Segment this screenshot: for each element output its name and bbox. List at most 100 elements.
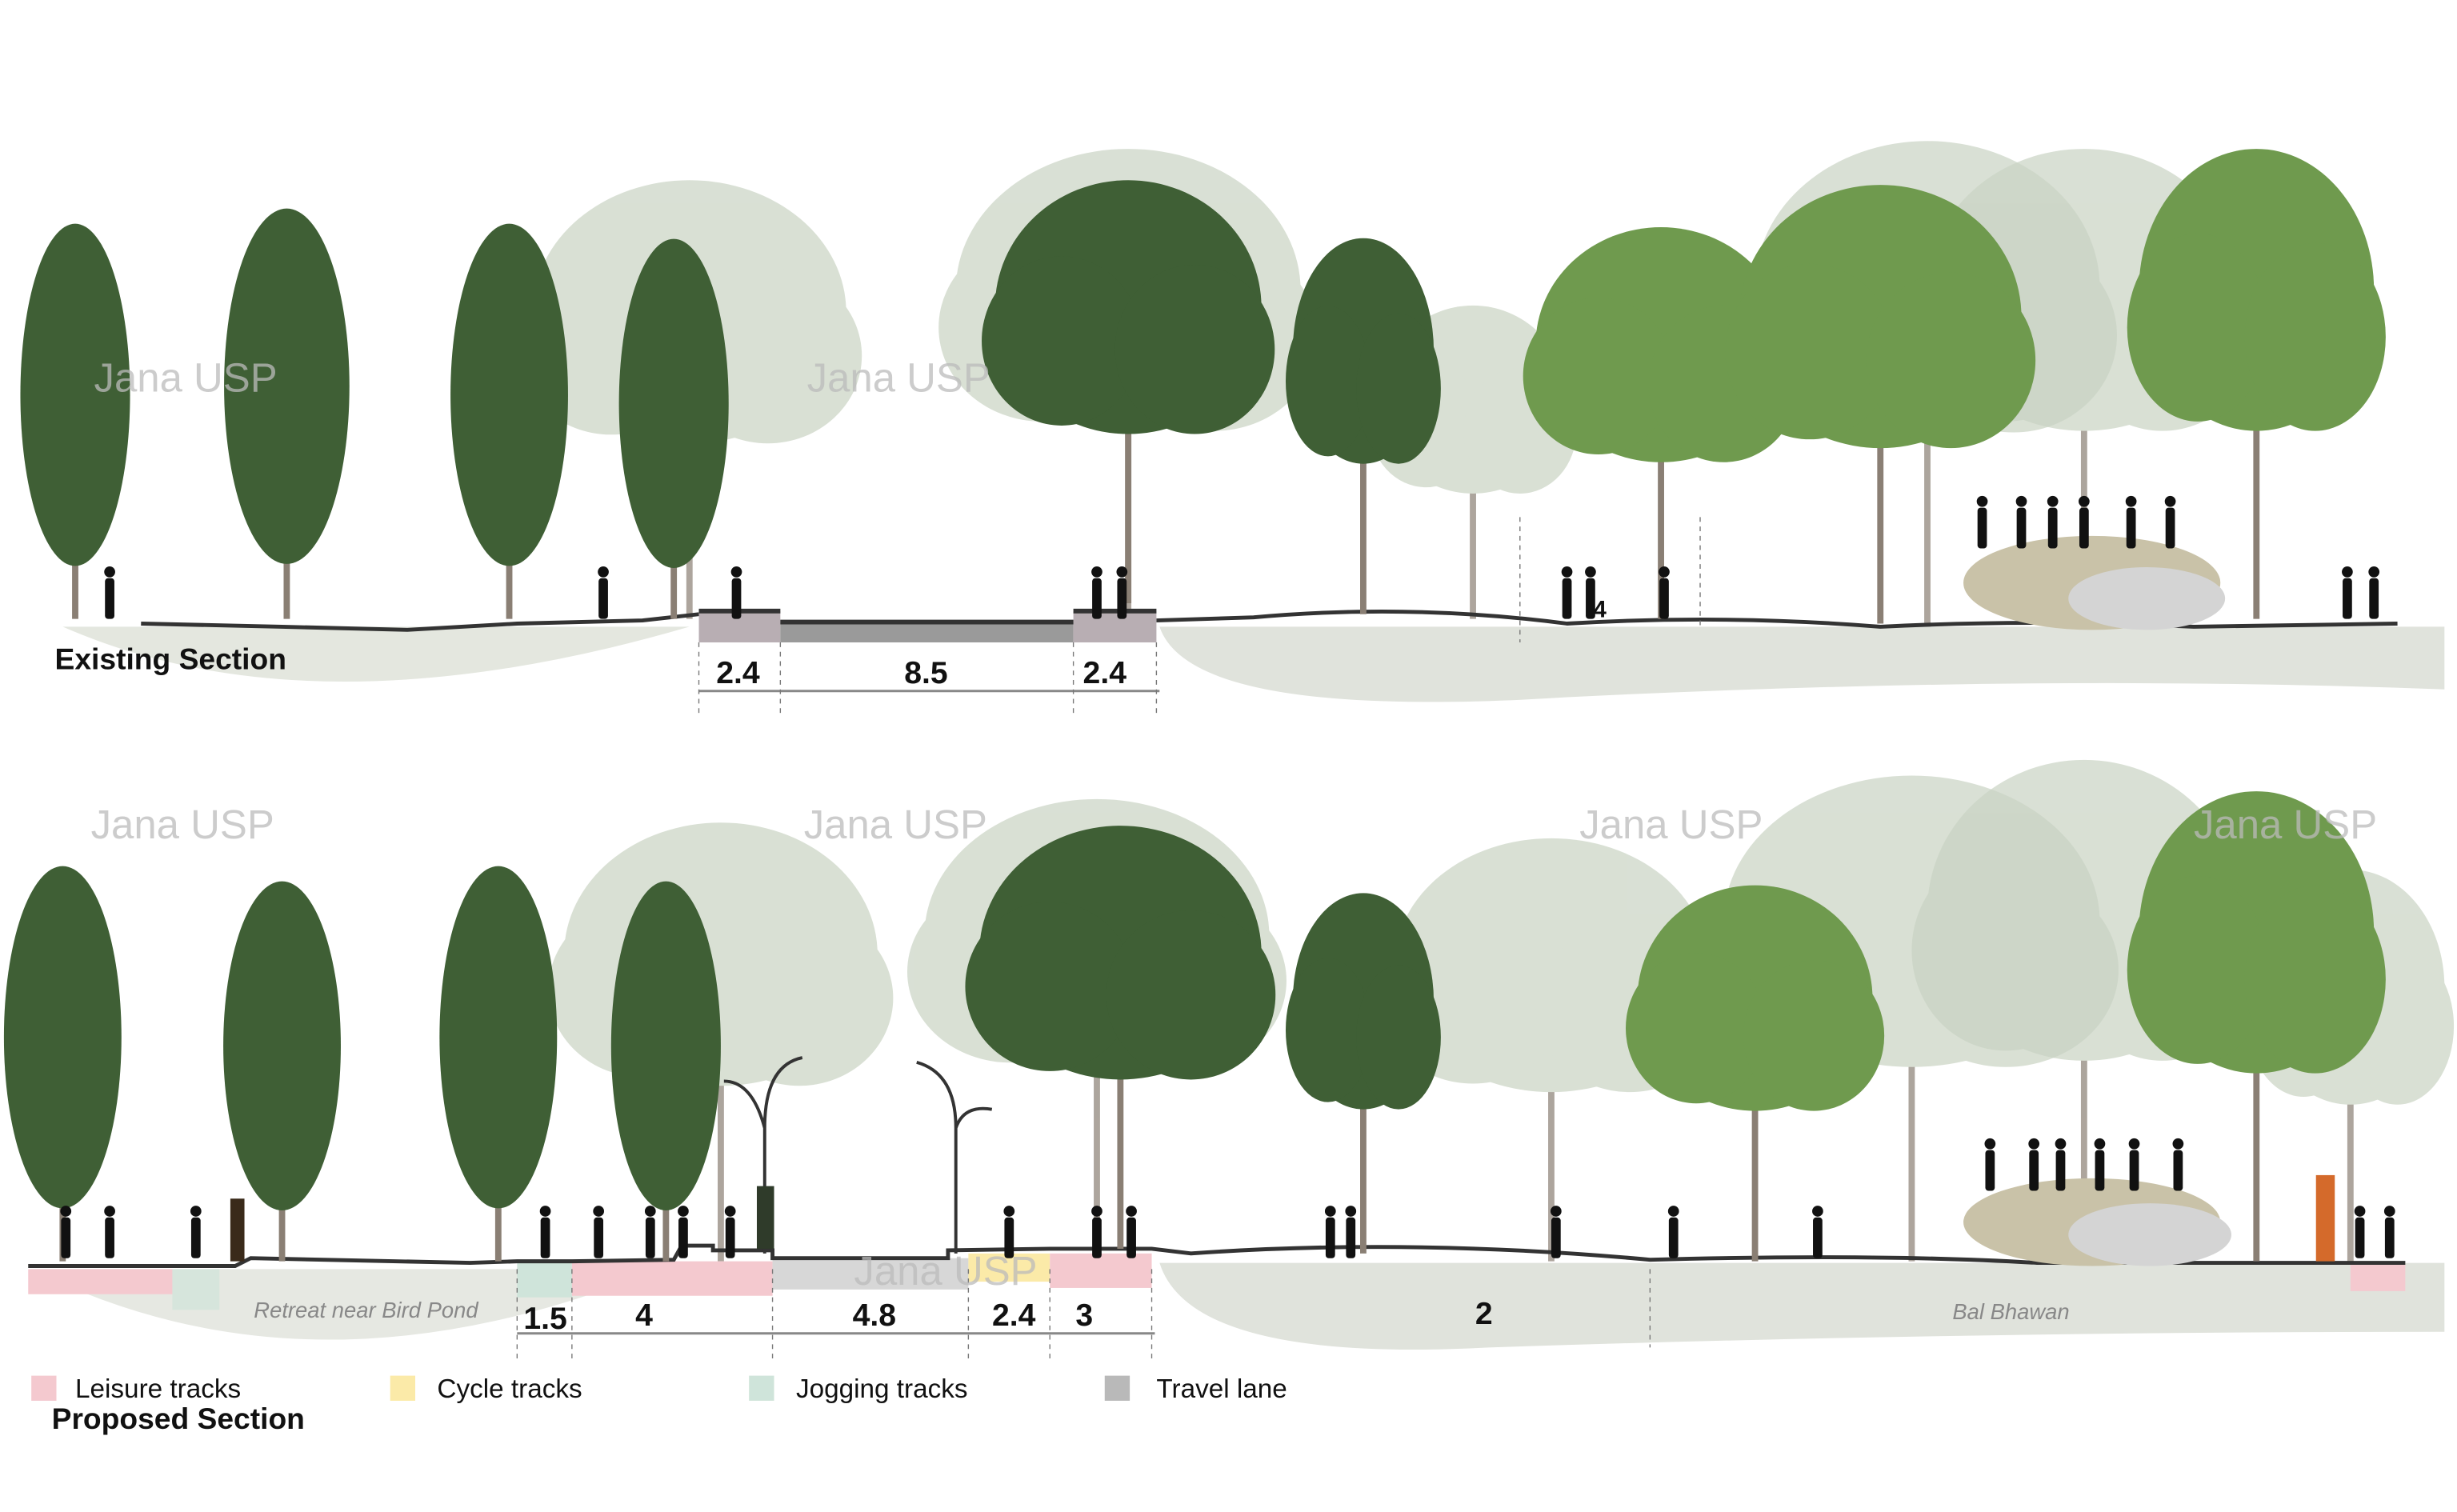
proposed-dim-cycle: 2.4 — [992, 1298, 1036, 1333]
person-silhouette — [1659, 566, 1670, 619]
person-silhouette — [730, 566, 742, 619]
canopy-tree — [1625, 885, 1885, 1262]
person-silhouette — [598, 566, 609, 619]
columnar-tree — [610, 881, 721, 1262]
existing-sidewalk-right — [1073, 610, 1157, 643]
person-silhouette — [2079, 495, 2090, 549]
leisure-track-band — [28, 1269, 173, 1294]
jogging-track-band — [517, 1262, 572, 1298]
signage-kiosk — [2315, 1174, 2335, 1262]
foreground-trees — [3, 149, 2386, 1262]
person-silhouette — [724, 1206, 736, 1258]
person-silhouette — [539, 1206, 551, 1258]
travel-lane-band — [772, 1258, 969, 1290]
existing-dim-sidewalk-right: 2.4 — [1083, 656, 1127, 690]
canopy-tree — [1285, 238, 1441, 614]
person-silhouette — [1324, 1206, 1336, 1258]
proposed-mound-right — [1159, 1262, 2445, 1350]
canopy-tree — [982, 180, 1275, 604]
person-silhouette — [2172, 1138, 2184, 1191]
watermark: Jana USP — [854, 1248, 1037, 1294]
legend-swatch-leisure — [31, 1375, 57, 1401]
place-label-bird-pond: Retreat near Bird Pond — [254, 1298, 478, 1322]
existing-dim-road: 8.5 — [904, 656, 947, 690]
columnar-tree — [439, 866, 558, 1262]
proposed-dim-park: 2 — [1475, 1297, 1493, 1331]
existing-mound — [62, 626, 690, 682]
proposed-dim-jogging: 1.5 — [523, 1302, 566, 1336]
existing-dim-sidewalk-left: 2.4 — [716, 656, 760, 690]
legend-label-cycle: Cycle tracks — [437, 1374, 582, 1404]
person-silhouette — [2368, 566, 2380, 619]
leisure-track-band — [2350, 1262, 2406, 1291]
legend-label-jogging: Jogging tracks — [796, 1374, 968, 1404]
person-silhouette — [1126, 1206, 1137, 1258]
leisure-track-band — [1050, 1253, 1152, 1288]
person-silhouette — [1984, 1138, 1996, 1191]
person-silhouette — [2128, 1138, 2140, 1191]
person-silhouette — [2125, 495, 2137, 549]
existing-marker: 4 — [1594, 597, 1607, 623]
person-silhouette — [1585, 566, 1596, 619]
watermark: Jana USP — [807, 355, 990, 401]
person-silhouette — [1003, 1206, 1015, 1258]
watermark: Jana USP — [1579, 802, 1763, 847]
person-silhouette — [1976, 495, 1988, 549]
person-silhouette — [104, 566, 115, 619]
columnar-tree — [450, 223, 568, 619]
watermarks: Jana USP Jana USP Jana USP Jana USP Jana… — [91, 355, 2378, 1294]
person-silhouette — [60, 1206, 72, 1258]
canopy-tree — [965, 826, 1276, 1249]
person-silhouette — [593, 1206, 605, 1258]
person-silhouette — [1550, 1206, 1562, 1258]
columnar-tree — [223, 881, 341, 1262]
person-silhouette — [2094, 1138, 2106, 1191]
columnar-tree — [618, 238, 729, 619]
street-lamp — [723, 1056, 993, 1254]
person-silhouette — [1116, 566, 1128, 619]
person-silhouette — [1561, 566, 1573, 619]
proposed-ground-line — [28, 1243, 2406, 1268]
columnar-tree — [224, 208, 350, 619]
legend-swatch-cycle — [390, 1375, 416, 1401]
person-silhouette — [2028, 1138, 2040, 1191]
people-silhouettes — [60, 495, 2395, 1258]
canopy-tree — [1725, 185, 2036, 624]
canopy-tree — [2127, 149, 2386, 619]
legend-swatch-jogging — [749, 1375, 774, 1401]
legend-label-leisure: Leisure tracks — [75, 1374, 241, 1404]
person-silhouette — [678, 1206, 689, 1258]
watermark: Jana USP — [94, 355, 278, 401]
columnar-tree — [3, 866, 122, 1262]
person-silhouette — [1091, 1206, 1102, 1258]
place-label-bal-bhawan: Bal Bhawan — [1952, 1299, 2069, 1324]
proposed-dim-travel-lane: 4.8 — [853, 1298, 896, 1333]
existing-road — [780, 622, 1074, 643]
proposed-section: 1.5 4 4.8 2.4 3 2 Retreat near Bird Pond… — [28, 1056, 2445, 1361]
canopy-tree — [2127, 791, 2386, 1262]
person-silhouette — [2354, 1206, 2366, 1258]
jogging-track-band — [172, 1269, 220, 1310]
person-silhouette — [1812, 1206, 1823, 1258]
person-silhouette — [644, 1206, 656, 1258]
person-silhouette — [104, 1206, 115, 1258]
person-silhouette — [190, 1206, 202, 1258]
person-silhouette — [2342, 566, 2353, 619]
leisure-track-band — [571, 1261, 773, 1296]
watermark: Jana USP — [2194, 802, 2377, 847]
boulder — [2068, 566, 2226, 630]
existing-section: 2.4 8.5 2.4 4 Existing Section — [55, 517, 2445, 714]
proposed-dim-leisure: 4 — [635, 1298, 653, 1333]
watermark: Jana USP — [804, 802, 987, 847]
person-silhouette — [2383, 1206, 2395, 1258]
legend-swatch-travel-lane — [1104, 1375, 1130, 1401]
person-silhouette — [2015, 495, 2027, 549]
person-silhouette — [2047, 495, 2059, 549]
canopy-tree — [1285, 893, 1441, 1254]
boulder — [2068, 1203, 2231, 1266]
person-silhouette — [1345, 1206, 1357, 1258]
existing-section-title: Existing Section — [55, 642, 286, 675]
columnar-tree — [20, 223, 130, 619]
